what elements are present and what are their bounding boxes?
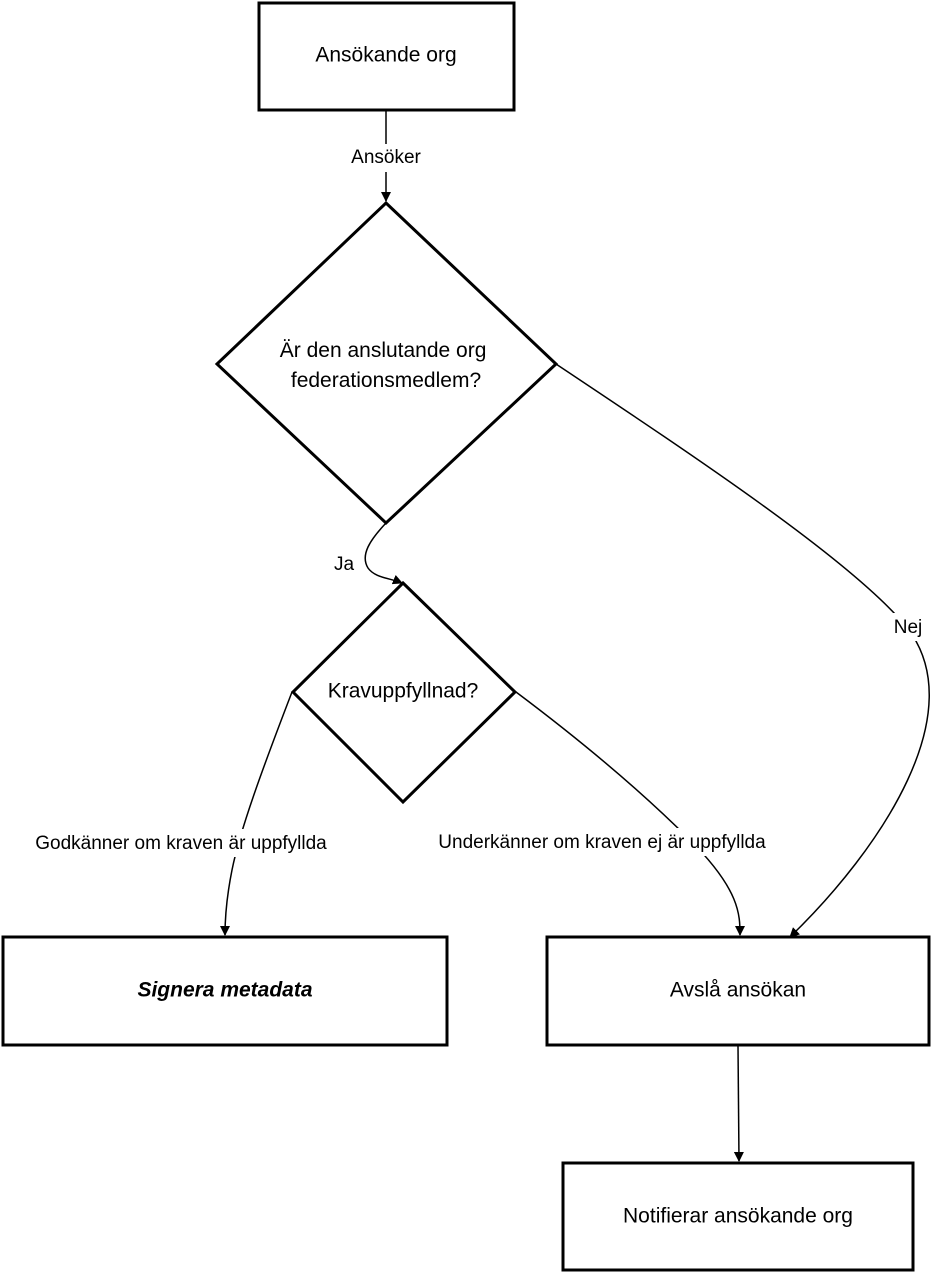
edge-approve: Godkänner om kraven är uppfyllda <box>10 691 354 936</box>
node-notify-applicant: Notifierar ansökande org <box>561 1161 915 1272</box>
edge-applies-label-bg <box>344 144 428 172</box>
edge-yes-label: Ja <box>334 554 355 575</box>
node-requirements-question: Kravuppfyllnad? <box>290 580 518 805</box>
node-applicant-label: Ansökande org <box>315 44 456 67</box>
node-sign-metadata-box <box>1 935 449 1047</box>
edge-no-label-bg <box>888 613 928 641</box>
edge-disapprove: Underkänner om kraven ej är uppfyllda <box>410 691 796 936</box>
edge-applies: Ansöker <box>344 111 428 202</box>
node-member-question-label: Är den anslutande org federationsmedlem? <box>280 339 493 392</box>
node-applicant-box <box>257 1 516 112</box>
edge-disapprove-label: Underkänner om kraven ej är uppfyllda <box>438 832 766 853</box>
node-member-question: Är den anslutande org federationsmedlem? <box>214 200 559 526</box>
edge-no-label: Nej <box>894 617 923 638</box>
edge-approve-line <box>220 691 293 936</box>
node-sign-metadata: Signera metadata <box>1 935 449 1047</box>
edge-yes: Ja <box>334 522 403 585</box>
node-member-question-line-2: federationsmedlem? <box>291 369 481 392</box>
node-notify-applicant-label: Notifierar ansökande org <box>623 1205 853 1228</box>
edge-disapprove-line <box>515 691 745 936</box>
node-applicant: Ansökande org <box>257 1 516 112</box>
edge-notify-line <box>733 1045 744 1162</box>
node-notify-applicant-box <box>561 1161 915 1272</box>
edge-applies-label: Ansöker <box>351 147 421 168</box>
node-sign-metadata-label: Signera metadata <box>137 979 312 1002</box>
edge-yes-line <box>364 522 403 585</box>
edge-no: Nej <box>555 363 930 938</box>
node-requirements-question-diamond <box>290 580 518 805</box>
edge-approve-label-bg <box>10 829 354 857</box>
node-reject-application: Avslå ansökan <box>545 935 931 1047</box>
edge-disapprove-label-bg <box>410 828 796 856</box>
edge-approve-label: Godkänner om kraven är uppfyllda <box>35 833 327 854</box>
node-reject-application-label: Avslå ansökan <box>670 979 806 1002</box>
edge-notify <box>733 1045 744 1162</box>
node-reject-application-box <box>545 935 931 1047</box>
node-member-question-diamond <box>214 200 559 526</box>
node-member-question-line-1: Är den anslutande org <box>280 339 487 362</box>
node-requirements-question-label: Kravuppfyllnad? <box>328 680 479 703</box>
